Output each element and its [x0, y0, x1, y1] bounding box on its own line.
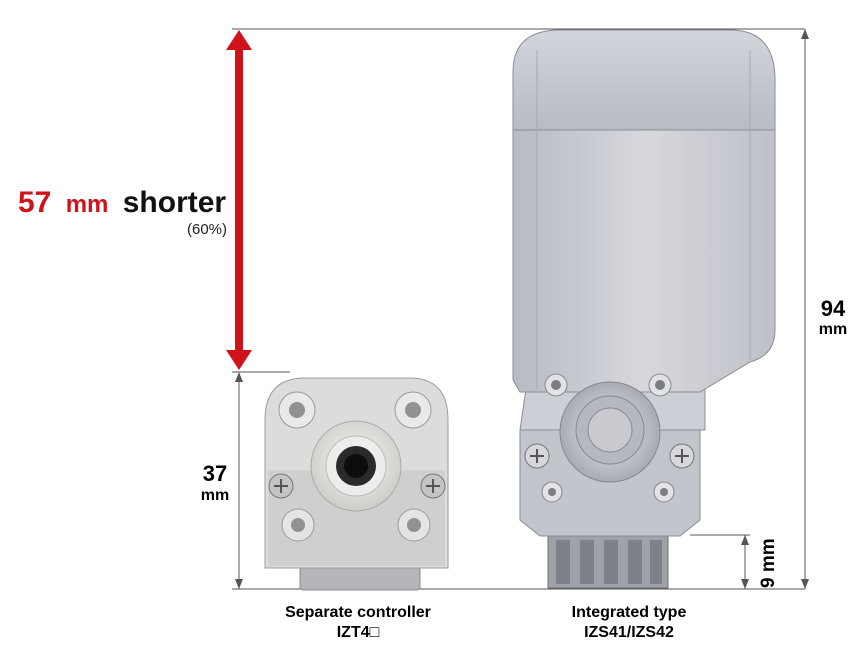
headline-unit: mm [66, 191, 109, 218]
connector-height-label: 9 mm [758, 538, 779, 588]
separate-height-unit: mm [201, 487, 229, 504]
headline-percent: (60%) [187, 221, 227, 238]
separate-height-value: 37 [203, 461, 227, 486]
integrated-height-unit: mm [819, 321, 847, 338]
integrated-type-illustration [512, 29, 776, 589]
headline: 57 mm shorter [18, 186, 226, 219]
separate-controller-illustration [264, 377, 449, 591]
separate-product-model: IZT4□ [337, 624, 380, 641]
separate-product-name: Separate controller [285, 604, 431, 621]
integrated-product-model: IZS41/IZS42 [584, 624, 674, 641]
integrated-product-name: Integrated type [572, 604, 687, 621]
integrated-height-value: 94 [821, 296, 846, 321]
difference-arrow [226, 30, 252, 370]
headline-word: shorter [123, 186, 227, 219]
headline-value: 57 [18, 186, 51, 219]
